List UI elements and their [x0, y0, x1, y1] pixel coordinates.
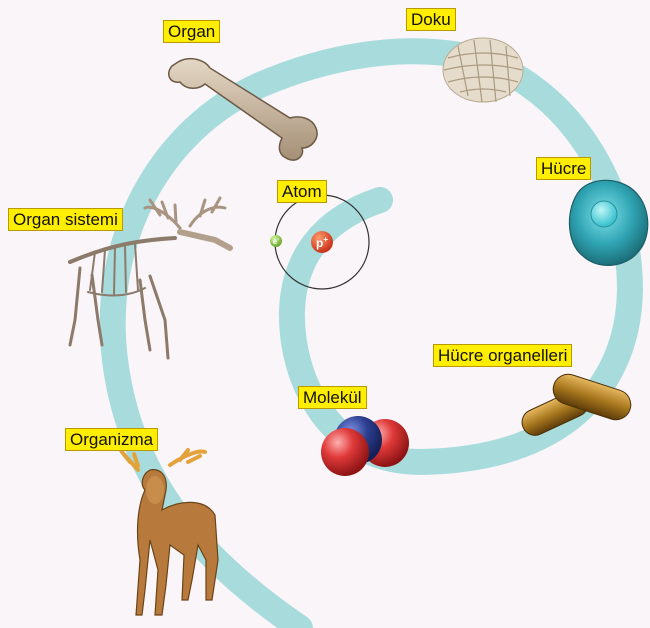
- cell-image: [569, 180, 647, 265]
- label-organizma: Organizma: [65, 428, 158, 451]
- label-molekul: Molekül: [298, 386, 367, 409]
- label-organ: Organ: [163, 20, 220, 43]
- label-doku: Doku: [406, 8, 456, 31]
- label-hucre-organelleri: Hücre organelleri: [433, 344, 572, 367]
- label-hucre: Hücre: [536, 157, 591, 180]
- tissue-image: [443, 38, 523, 102]
- label-organ-sistemi: Organ sistemi: [8, 208, 123, 231]
- label-atom: Atom: [277, 180, 327, 203]
